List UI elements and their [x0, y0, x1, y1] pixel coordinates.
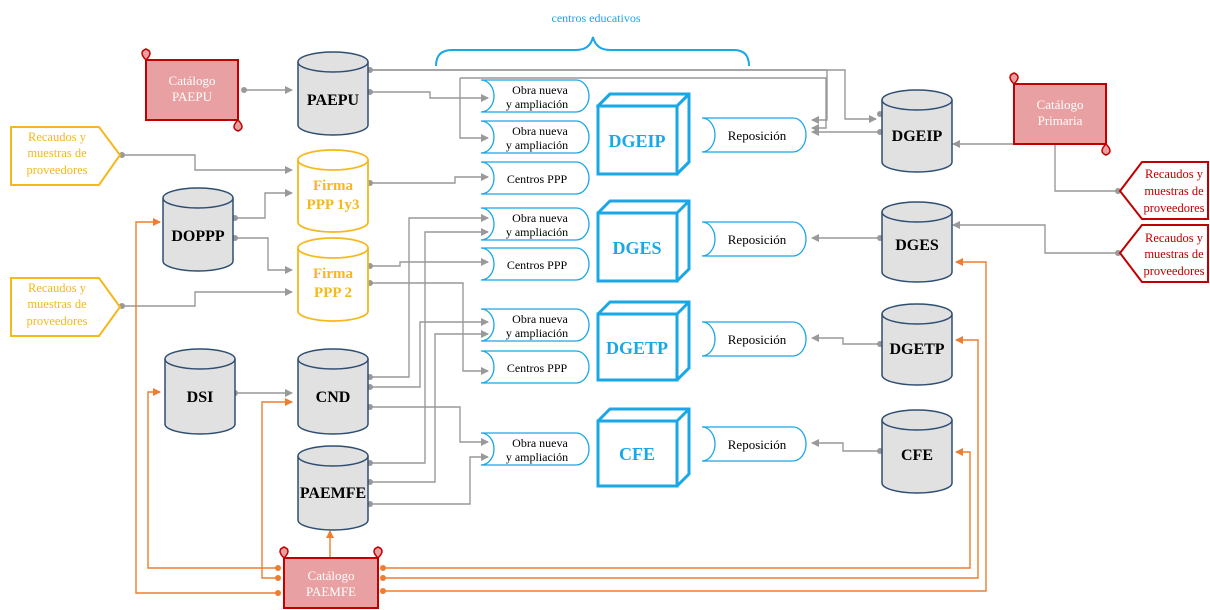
scroll-primaria-line1: Catálogo: [1037, 97, 1084, 112]
centros-brace-icon: [435, 36, 750, 67]
db-paemfe: PAEMFE: [297, 445, 369, 531]
db-dgetp: DGETP: [881, 303, 953, 386]
db-dgetp-label: DGETP: [889, 341, 944, 358]
db-dgeip: DGEIP: [881, 89, 953, 173]
provider-lt-line1: Recaudos y: [28, 130, 87, 144]
orange-dots: [275, 565, 386, 596]
provider-lb-line3: proveedores: [26, 314, 87, 328]
entity-cfe: CFE: [596, 407, 691, 488]
provider-rt-line3: proveedores: [1143, 201, 1204, 215]
pill-centros-ppp-1: Centros PPP: [480, 161, 590, 195]
pill-3-line1: Obra nueva: [512, 211, 568, 225]
pill-obra-nueva-4: Obra nueva y ampliación: [480, 308, 590, 342]
scroll-primaria-line2: Primaria: [1038, 113, 1083, 128]
firma-2-line1: Firma: [313, 266, 353, 282]
pill-centros-3-label: Centros PPP: [507, 361, 568, 375]
provider-left-top: Recaudos y muestras de proveedores: [10, 126, 122, 186]
db-cnd: CND: [297, 348, 369, 435]
provider-left-bottom: Recaudos y muestras de proveedores: [10, 277, 122, 337]
scroll-catalogo-paemfe: Catálogo PAEMFE: [279, 546, 383, 609]
scroll-paemfe-line2: PAEMFE: [306, 584, 356, 599]
db-dsi: DSI: [164, 348, 236, 435]
pill-reposicion-dgeip: Reposición: [701, 117, 807, 153]
scroll-paepu-line2: PAEPU: [172, 89, 213, 104]
pill-3-line2: y ampliación: [506, 225, 568, 239]
pill-obra-nueva-5: Obra nueva y ampliación: [480, 432, 590, 466]
db-cfe-label: CFE: [901, 447, 933, 464]
firma-1-line2: PPP 1y3: [307, 197, 360, 213]
firma-ppp-2: Firma PPP 2: [297, 237, 369, 322]
db-doppp-label: DOPPP: [171, 228, 225, 245]
pill-1-line2: y ampliación: [506, 97, 568, 111]
provider-lb-line2: muestras de: [27, 297, 87, 311]
provider-lt-line3: proveedores: [26, 163, 87, 177]
entity-dgeip-label: DGEIP: [608, 131, 665, 151]
gray-connectors: [122, 69, 1118, 505]
db-paepu-label: PAEPU: [307, 92, 360, 109]
db-dgeip-label: DGEIP: [892, 128, 943, 145]
entity-dges-label: DGES: [612, 238, 661, 258]
pill-centros-ppp-3: Centros PPP: [480, 350, 590, 384]
pill-centros-1-label: Centros PPP: [507, 172, 568, 186]
provider-rb-line1: Recaudos y: [1145, 231, 1204, 245]
pill-centros-2-label: Centros PPP: [507, 258, 568, 272]
centros-educativos-label: centros educativos: [552, 11, 641, 25]
provider-rt-line2: muestras de: [1144, 184, 1204, 198]
provider-lb-line1: Recaudos y: [28, 281, 87, 295]
repo-dges-label: Reposición: [728, 232, 787, 247]
pill-5-line1: Obra nueva: [512, 436, 568, 450]
pill-1-line1: Obra nueva: [512, 83, 568, 97]
pill-reposicion-dges: Reposición: [701, 221, 807, 257]
db-dsi-label: DSI: [187, 389, 214, 406]
db-cnd-label: CND: [316, 389, 351, 406]
firma-1-line1: Firma: [313, 178, 353, 194]
pill-reposicion-cfe: Reposición: [701, 426, 807, 462]
scroll-paemfe-line1: Catálogo: [308, 568, 355, 583]
repo-cfe-label: Reposición: [728, 437, 787, 452]
provider-rb-line2: muestras de: [1144, 247, 1204, 261]
pill-4-line1: Obra nueva: [512, 312, 568, 326]
entity-dgetp-label: DGETP: [606, 338, 668, 358]
provider-right-top: Recaudos y muestras de proveedores: [1118, 161, 1209, 220]
entity-dges: DGES: [596, 199, 691, 283]
db-paemfe-label: PAEMFE: [300, 485, 366, 502]
pill-4-line2: y ampliación: [506, 326, 568, 340]
pill-obra-nueva-1: Obra nueva y ampliación: [480, 79, 590, 113]
provider-rb-line3: proveedores: [1143, 264, 1204, 278]
provider-lt-line2: muestras de: [27, 146, 87, 160]
scroll-catalogo-paepu: Catálogo PAEPU: [141, 48, 243, 132]
pill-obra-nueva-2: Obra nueva y ampliación: [480, 120, 590, 154]
repo-dgeip-label: Reposición: [728, 128, 787, 143]
entity-dgetp: DGETP: [596, 300, 691, 382]
firma-ppp-1y3: Firma PPP 1y3: [297, 149, 369, 233]
pill-reposicion-dgetp: Reposición: [701, 321, 807, 357]
firma-2-line2: PPP 2: [314, 285, 352, 301]
pill-centros-ppp-2: Centros PPP: [480, 247, 590, 281]
scroll-catalogo-primaria: Catálogo Primaria: [1009, 72, 1111, 156]
orange-connectors: [135, 218, 987, 594]
pill-5-line2: y ampliación: [506, 450, 568, 464]
db-dges-label: DGES: [895, 237, 939, 254]
db-cfe: CFE: [881, 409, 953, 494]
provider-rt-line1: Recaudos y: [1145, 167, 1204, 181]
pill-obra-nueva-3: Obra nueva y ampliación: [480, 207, 590, 241]
db-paepu: PAEPU: [297, 51, 369, 136]
pill-2-line1: Obra nueva: [512, 124, 568, 138]
db-dges: DGES: [881, 201, 953, 283]
provider-right-bottom: Recaudos y muestras de proveedores: [1118, 224, 1209, 283]
pill-2-line2: y ampliación: [506, 138, 568, 152]
db-doppp: DOPPP: [162, 187, 234, 272]
repo-dgetp-label: Reposición: [728, 332, 787, 347]
entity-dgeip: DGEIP: [595, 92, 691, 177]
scroll-paepu-line1: Catálogo: [169, 73, 216, 88]
entity-cfe-label: CFE: [619, 444, 655, 464]
